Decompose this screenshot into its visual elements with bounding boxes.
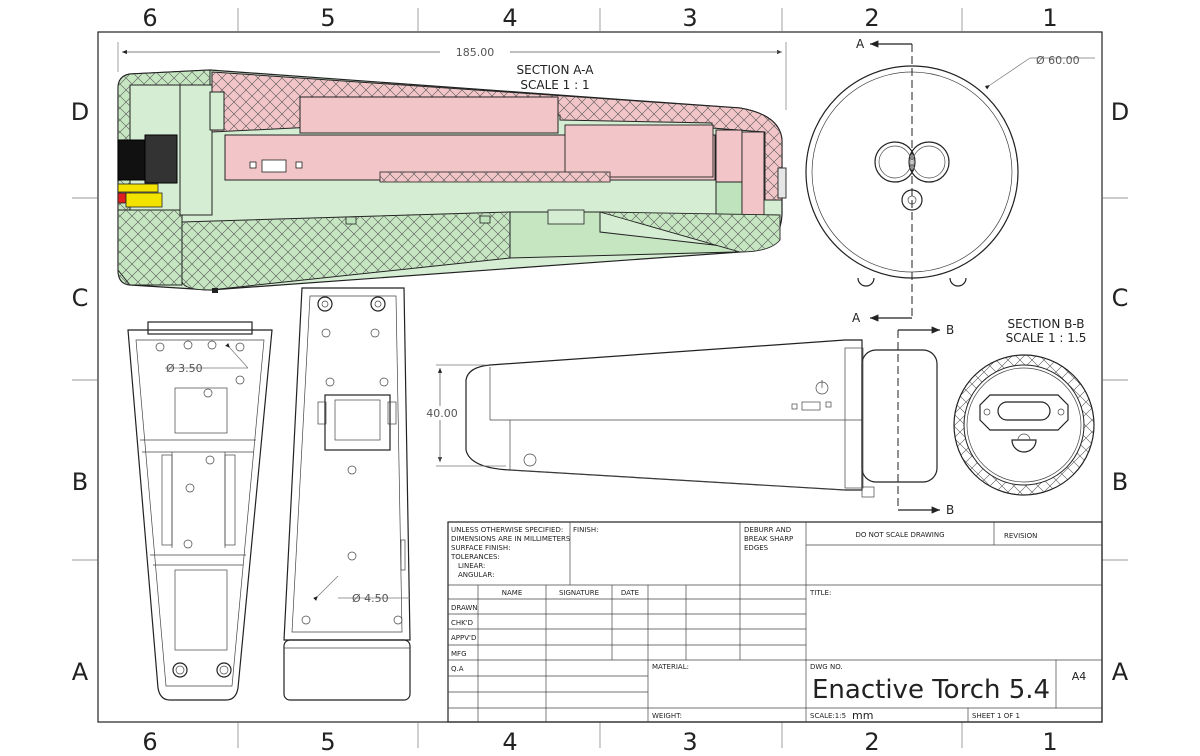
zone-left-c: C <box>72 284 89 312</box>
section-a-a-scale: SCALE 1 : 1 <box>520 78 589 92</box>
zone-bottom-3: 3 <box>682 728 697 756</box>
dim-diameter-60: Ø 60.00 <box>1036 54 1080 67</box>
dim-diameter-3-50: Ø 3.50 <box>166 362 203 375</box>
tb-col-date: DATE <box>621 589 639 597</box>
tb-sheet-number: SHEET 1 OF 1 <box>972 712 1020 720</box>
front-view-circle: A A Ø 60.00 <box>805 37 1095 325</box>
tb-row-mfg: MFG <box>451 650 467 658</box>
zone-top-6: 6 <box>142 4 157 32</box>
tb-scale: SCALE:1:5 <box>810 712 846 720</box>
tb-note-6: ANGULAR: <box>458 571 494 579</box>
dim-height-40: 40.00 <box>426 407 458 420</box>
tb-note-1: UNLESS OTHERWISE SPECIFIED: <box>451 526 563 534</box>
zone-right-d: D <box>1111 98 1129 126</box>
zone-top-3: 3 <box>682 4 697 32</box>
tb-revision-label: REVISION <box>1004 532 1037 540</box>
dim-diameter-4-50: Ø 4.50 <box>352 592 389 605</box>
section-a-a-view: 185.00 <box>117 42 787 293</box>
tb-note-4: TOLERANCES: <box>450 553 500 561</box>
section-b-b-view: SECTION B-B SCALE 1 : 1.5 <box>953 317 1095 496</box>
section-b-b-title: SECTION B-B <box>1007 317 1084 331</box>
tb-deburr-2: BREAK SHARP <box>744 535 793 543</box>
section-marker-b-top: B <box>946 323 954 337</box>
zone-bottom-6: 6 <box>142 728 157 756</box>
zone-bottom-4: 4 <box>502 728 517 756</box>
side-view: 40.00 B B <box>420 323 954 517</box>
section-marker-b-bottom: B <box>946 503 954 517</box>
title-block: UNLESS OTHERWISE SPECIFIED: DIMENSIONS A… <box>447 521 1103 723</box>
tb-note-3: SURFACE FINISH: <box>451 544 510 552</box>
tb-deburr-1: DEBURR AND <box>744 526 791 534</box>
tb-col-name: NAME <box>502 589 523 597</box>
tb-drawing-title: Enactive Torch 5.4 <box>812 675 1050 705</box>
tb-dwg-no-label: DWG NO. <box>810 663 843 671</box>
zone-bottom-2: 2 <box>864 728 879 756</box>
section-marker-a-bottom: A <box>852 311 861 325</box>
tb-deburr-3: EDGES <box>744 544 769 552</box>
zone-top-5: 5 <box>320 4 335 32</box>
dim-length-185: 185.00 <box>456 46 495 59</box>
bottom-view: Ø 3.50 <box>127 321 273 701</box>
zone-right-b: B <box>1112 468 1128 496</box>
tb-finish-label: FINISH: <box>573 526 598 534</box>
tb-sheet-size: A4 <box>1072 670 1087 683</box>
zone-top-4: 4 <box>502 4 517 32</box>
zone-left-b: B <box>72 468 88 496</box>
tb-row-appvd: APPV'D <box>451 634 476 642</box>
zone-top-2: 2 <box>864 4 879 32</box>
tb-note-5: LINEAR: <box>458 562 485 570</box>
tb-do-not-scale: DO NOT SCALE DRAWING <box>855 531 944 539</box>
zone-ticks <box>72 8 1128 748</box>
sensor-red <box>117 192 127 204</box>
tb-weight-label: WEIGHT: <box>652 712 682 720</box>
tb-row-drawn: DRAWN <box>451 604 478 612</box>
tb-note-2: DIMENSIONS ARE IN MILLIMETERS <box>451 535 571 543</box>
section-a-a-title: SECTION A-A <box>517 63 595 77</box>
sensor-yellow <box>117 183 159 193</box>
zone-right-c: C <box>1112 284 1129 312</box>
zone-right-a: A <box>1112 658 1129 686</box>
zone-left-a: A <box>72 658 89 686</box>
tb-material-label: MATERIAL: <box>652 663 689 671</box>
tb-row-chkd: CHK'D <box>451 619 473 627</box>
zone-left-d: D <box>71 98 89 126</box>
zone-top-1: 1 <box>1042 4 1057 32</box>
section-b-b-scale: SCALE 1 : 1.5 <box>1006 331 1087 345</box>
sensor-black <box>117 139 149 181</box>
zone-bottom-5: 5 <box>320 728 335 756</box>
zone-bottom-1: 1 <box>1042 728 1057 756</box>
section-marker-a-top: A <box>856 37 865 51</box>
tb-col-signature: SIGNATURE <box>559 589 599 597</box>
tb-units: mm <box>852 709 873 722</box>
tb-title-label: TITLE: <box>809 589 831 597</box>
top-inside-view: Ø 4.50 <box>283 287 411 701</box>
tb-row-qa: Q.A <box>451 665 464 673</box>
